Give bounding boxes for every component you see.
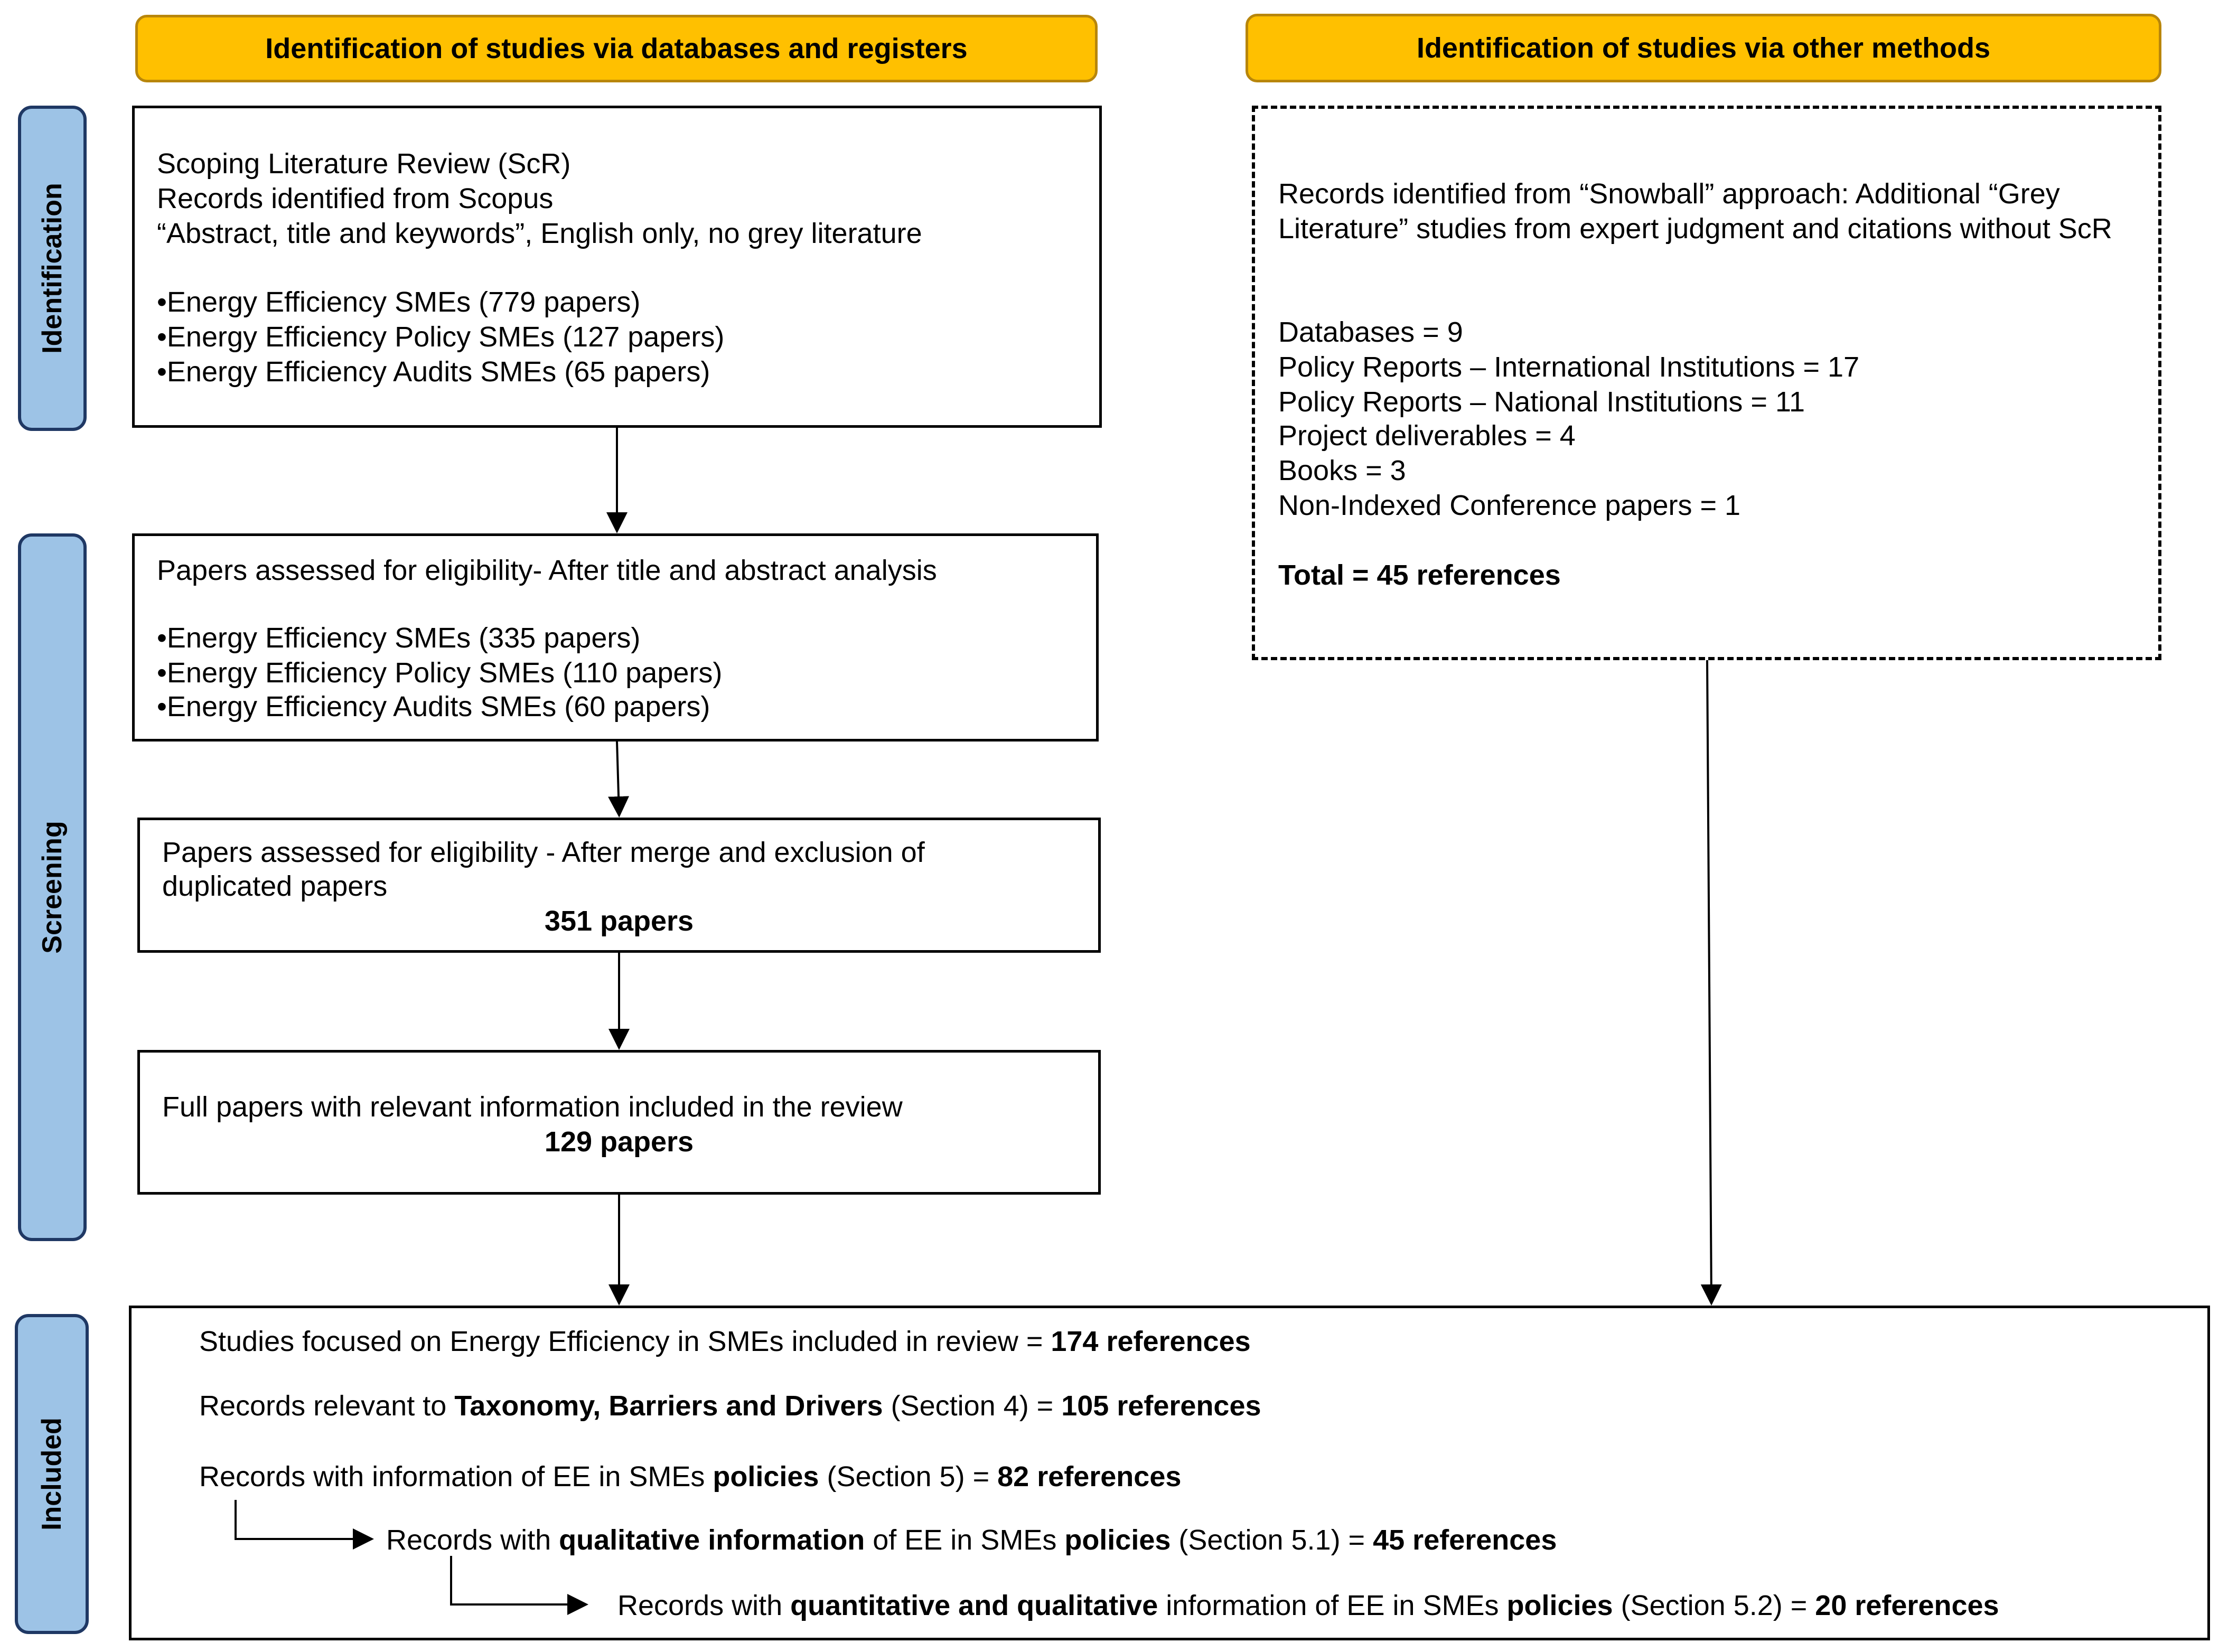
box-snowball-records: Records identified from “Snowball” appro… bbox=[1252, 106, 2161, 660]
screening-title: Papers assessed for eligibility- After t… bbox=[157, 555, 937, 586]
scopus-bullet-1: •Energy Efficiency SMEs (779 papers) bbox=[157, 286, 641, 318]
qualitative-text-a: Records with bbox=[386, 1524, 559, 1556]
snowball-item-3: Policy Reports – National Institutions =… bbox=[1278, 386, 1805, 418]
snowball-item-1: Databases = 9 bbox=[1278, 316, 1463, 348]
taxonomy-text-c: (Section 4) = bbox=[883, 1390, 1062, 1422]
quantitative-count: 20 references bbox=[1815, 1590, 1999, 1621]
arrow-screening-to-merge bbox=[608, 741, 630, 818]
screening-bullet-3: •Energy Efficiency Audits SMEs (60 paper… bbox=[157, 691, 710, 722]
arrow-policies-to-qualitative bbox=[235, 1500, 374, 1550]
box-title-abstract-screening: Papers assessed for eligibility- After t… bbox=[132, 533, 1099, 741]
included-row-total-count: 174 references bbox=[1051, 1326, 1251, 1357]
qualitative-text-e: (Section 5.1) = bbox=[1171, 1524, 1373, 1556]
merge-line-2: duplicated papers bbox=[162, 870, 388, 902]
snowball-item-5: Books = 3 bbox=[1278, 455, 1406, 486]
snowball-line-2: Literature” studies from expert judgment… bbox=[1278, 213, 2112, 245]
box-records-scopus: Scoping Literature Review (ScR) Records … bbox=[132, 106, 1102, 428]
header-other-methods: Identification of studies via other meth… bbox=[1246, 14, 2161, 82]
scopus-bullet-2: •Energy Efficiency Policy SMEs (127 pape… bbox=[157, 321, 725, 353]
screening-bullet-2: •Energy Efficiency Policy SMEs (110 pape… bbox=[157, 657, 723, 689]
taxonomy-text-b: Taxonomy, Barriers and Drivers bbox=[454, 1390, 883, 1422]
header-databases-label: Identification of studies via databases … bbox=[265, 33, 968, 64]
snowball-line-1: Records identified from “Snowball” appro… bbox=[1278, 178, 2060, 210]
box-included-results: Studies focused on Energy Efficiency in … bbox=[129, 1306, 2210, 1640]
qualitative-count: 45 references bbox=[1373, 1524, 1557, 1556]
quantitative-text-c: information of EE in SMEs bbox=[1158, 1590, 1507, 1621]
quantitative-text-e: (Section 5.2) = bbox=[1613, 1590, 1815, 1621]
qualitative-text-d: policies bbox=[1064, 1524, 1171, 1556]
snowball-item-6: Non-Indexed Conference papers = 1 bbox=[1278, 490, 1741, 521]
included-row-qualitative: Records with qualitative information of … bbox=[386, 1523, 1557, 1557]
snowball-item-2: Policy Reports – International Instituti… bbox=[1278, 351, 1860, 383]
quantitative-text-b: quantitative and qualitative bbox=[790, 1590, 1158, 1621]
qualitative-text-c: of EE in SMEs bbox=[865, 1524, 1065, 1556]
header-databases: Identification of studies via databases … bbox=[135, 15, 1098, 82]
scopus-bullet-3: •Energy Efficiency Audits SMEs (65 paper… bbox=[157, 356, 710, 388]
scopus-line-3: “Abstract, title and keywords”, English … bbox=[157, 218, 922, 249]
quantitative-text-a: Records with bbox=[617, 1590, 791, 1621]
policies-text-c: (Section 5) = bbox=[819, 1461, 998, 1493]
snowball-total: Total = 45 references bbox=[1278, 559, 1561, 591]
phase-included: Included bbox=[15, 1314, 89, 1634]
arrow-other-to-included bbox=[1700, 660, 1722, 1306]
taxonomy-text-a: Records relevant to bbox=[199, 1390, 455, 1422]
included-row-quantitative: Records with quantitative and qualitativ… bbox=[617, 1588, 1999, 1623]
quantitative-text-d: policies bbox=[1506, 1590, 1613, 1621]
full-line-1: Full papers with relevant information in… bbox=[162, 1091, 903, 1123]
scopus-line-2: Records identified from Scopus bbox=[157, 183, 554, 214]
taxonomy-count: 105 references bbox=[1061, 1390, 1261, 1422]
included-row-total-text: Studies focused on Energy Efficiency in … bbox=[199, 1326, 1051, 1357]
merge-line-1: Papers assessed for eligibility - After … bbox=[162, 837, 925, 868]
box-merge-duplicates: Papers assessed for eligibility - After … bbox=[137, 818, 1101, 953]
included-row-taxonomy: Records relevant to Taxonomy, Barriers a… bbox=[199, 1388, 1261, 1423]
screening-bullet-1: •Energy Efficiency SMEs (335 papers) bbox=[157, 622, 641, 654]
phase-screening: Screening bbox=[18, 533, 87, 1241]
phase-identification: Identification bbox=[18, 106, 87, 431]
merge-count: 351 papers bbox=[544, 905, 694, 937]
scopus-line-1: Scoping Literature Review (ScR) bbox=[157, 148, 571, 180]
policies-count: 82 references bbox=[997, 1461, 1182, 1493]
qualitative-text-b: qualitative information bbox=[559, 1524, 865, 1556]
full-count: 129 papers bbox=[544, 1126, 694, 1158]
policies-text-a: Records with information of EE in SMEs bbox=[199, 1461, 713, 1493]
snowball-item-4: Project deliverables = 4 bbox=[1278, 420, 1576, 452]
arrow-qualitative-to-quantitative bbox=[450, 1556, 588, 1615]
included-row-policies: Records with information of EE in SMEs p… bbox=[199, 1459, 1181, 1494]
header-other-methods-label: Identification of studies via other meth… bbox=[1416, 32, 1991, 64]
included-row-total: Studies focused on Energy Efficiency in … bbox=[199, 1324, 1251, 1359]
box-full-papers: Full papers with relevant information in… bbox=[137, 1050, 1101, 1195]
policies-text-b: policies bbox=[713, 1461, 819, 1493]
